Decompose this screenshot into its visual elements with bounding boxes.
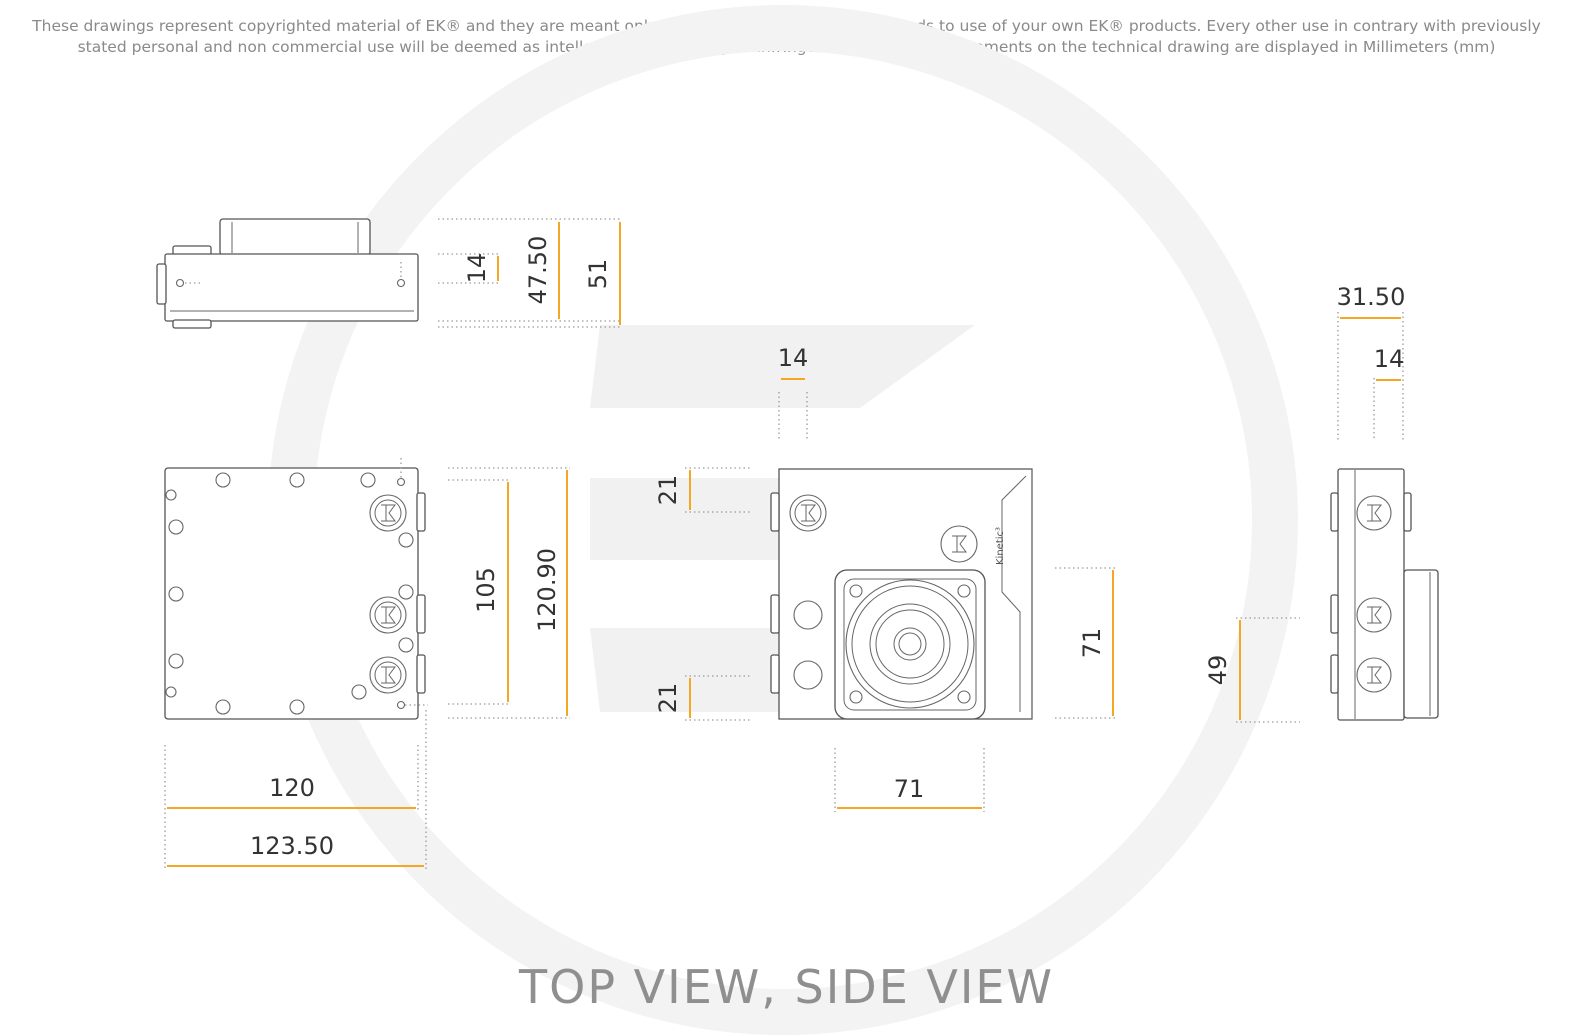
view-caption: TOP VIEW, SIDE VIEW: [519, 960, 1054, 1014]
narrow-side-dimensions: 31.50 14 49: [1204, 283, 1406, 723]
back-view: [164, 458, 428, 720]
dim-pump-21-bottom: 21: [654, 683, 682, 714]
dim-back-123-50: 123.50: [250, 832, 334, 860]
pump-front-view: Kinetic³: [770, 468, 1033, 720]
pump-dimensions: 14 21 21 71 71: [654, 344, 1115, 812]
ek-port-logo-icon: [369, 656, 407, 694]
dim-pump-21-top: 21: [654, 475, 682, 506]
ek-port-logo-icon: [789, 494, 827, 532]
ek-logo-badge-icon: [940, 525, 978, 563]
dim-back-120: 120: [269, 774, 315, 802]
dim-back-120-90: 120.90: [533, 548, 561, 632]
dim-pump-71-vertical: 71: [1078, 628, 1106, 659]
dim-back-105: 105: [472, 567, 500, 613]
profile-dimensions: 14 47.50 51: [438, 218, 622, 328]
dim-top-14: 14: [463, 253, 491, 284]
ek-port-logo-icon: [369, 596, 407, 634]
dim-side-49: 49: [1204, 655, 1232, 686]
profile-view: [156, 218, 419, 329]
ek-port-logo-icon: [1356, 597, 1392, 633]
dim-side-31-50: 31.50: [1337, 283, 1406, 311]
dim-pump-71-horizontal: 71: [894, 775, 925, 803]
ek-port-logo-icon: [1356, 657, 1392, 693]
back-view-dimensions: 105 120.90 120 123.50: [164, 467, 570, 870]
dim-top-47-50: 47.50: [524, 236, 552, 305]
dim-pump-14: 14: [778, 344, 809, 372]
dim-side-14: 14: [1374, 345, 1405, 373]
dim-top-51: 51: [584, 259, 612, 290]
ek-port-logo-icon: [1356, 495, 1392, 531]
ek-port-logo-icon: [369, 494, 407, 532]
product-label: Kinetic³: [995, 527, 1006, 565]
narrow-side-view: [1330, 468, 1439, 721]
